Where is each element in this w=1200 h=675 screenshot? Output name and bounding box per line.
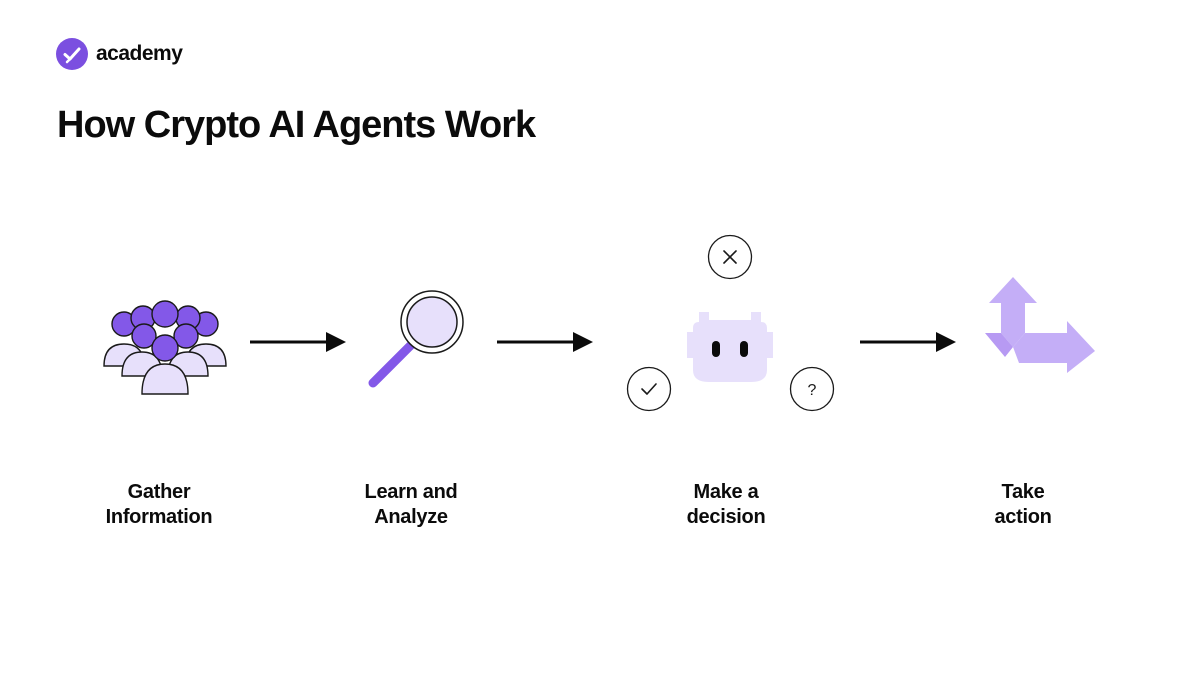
step-label: Learn and Analyze <box>311 480 511 530</box>
close-bubble-icon <box>707 234 753 280</box>
step-label: Gather Information <box>59 480 259 530</box>
flow-arrow <box>250 332 346 352</box>
step-label-line: Learn and <box>364 481 458 503</box>
step-label-line: Analyze <box>374 506 448 528</box>
step-label-line: Make a <box>693 481 759 503</box>
brand-name: academy <box>96 42 183 65</box>
step-label: Take action <box>923 480 1123 530</box>
step-label: Make a decision <box>626 480 826 530</box>
split-arrows-icon <box>985 277 1095 373</box>
magnifying-glass-icon <box>368 290 464 388</box>
check-bubble-icon <box>626 366 672 412</box>
question-bubble-icon: ? <box>789 366 835 412</box>
check-logo-icon <box>56 38 88 70</box>
flow-arrow <box>860 332 956 352</box>
step-label-line: Take <box>1001 481 1045 503</box>
question-mark: ? <box>808 382 817 399</box>
robot-icon <box>687 312 773 382</box>
step-label-line: Gather <box>127 481 191 503</box>
step-label-line: action <box>994 506 1052 528</box>
flow-arrow <box>497 332 593 352</box>
people-group-icon <box>103 300 227 395</box>
brand-logo[interactable]: academy <box>56 38 183 70</box>
page-title: How Crypto AI Agents Work <box>57 104 536 146</box>
step-label-line: Information <box>105 506 213 528</box>
step-label-line: decision <box>686 506 766 528</box>
